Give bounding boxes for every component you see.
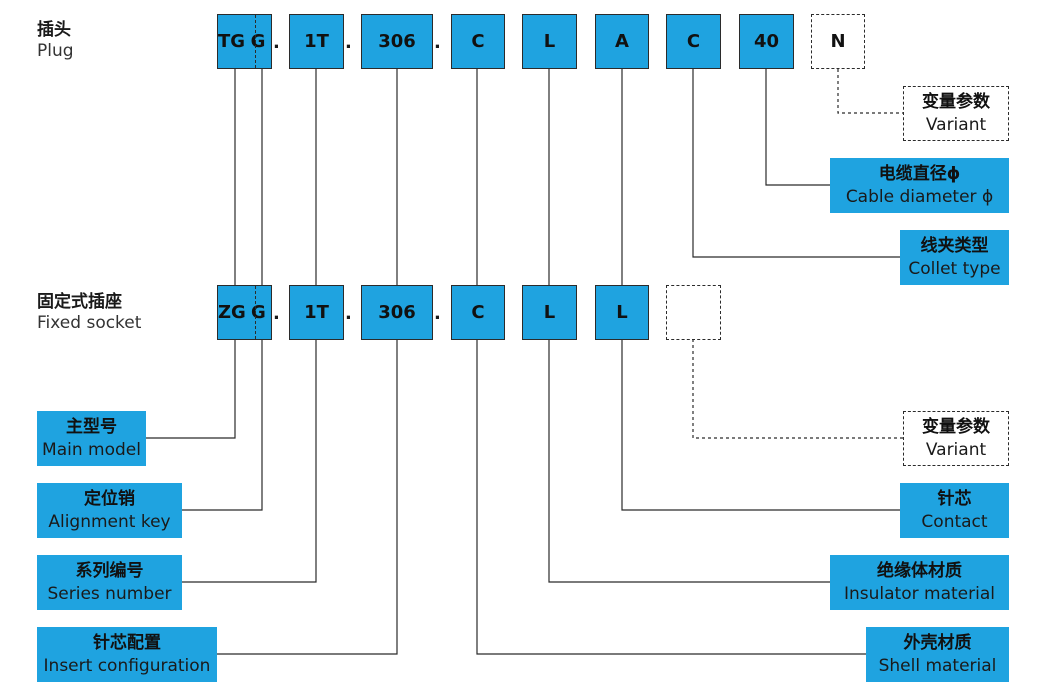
label-series-number: 系列编号 Series number bbox=[37, 555, 182, 610]
line-shell bbox=[476, 339, 866, 655]
socket-code-insulator: L bbox=[522, 285, 577, 340]
plug-code-shell: C bbox=[451, 14, 505, 69]
line-alignment-key bbox=[182, 339, 263, 511]
plug-heading-zh: 插头 bbox=[37, 20, 71, 40]
label-zh: 系列编号 bbox=[75, 561, 144, 582]
plug-code-series: 1T bbox=[289, 14, 344, 69]
plug-code-variant: N bbox=[811, 14, 865, 69]
code-divider bbox=[255, 286, 256, 339]
label-main-model: 主型号 Main model bbox=[37, 411, 146, 466]
plug-code-insert: 306 bbox=[361, 14, 433, 69]
separator-dot: . bbox=[434, 303, 441, 324]
line-main-model bbox=[146, 339, 236, 439]
label-insulator-material: 绝缘体材质 Insulator material bbox=[830, 555, 1009, 610]
label-zh: 变量参数 bbox=[922, 417, 990, 438]
separator-dot: . bbox=[273, 303, 280, 324]
label-en: Alignment key bbox=[48, 511, 171, 532]
line-insulator bbox=[548, 339, 830, 583]
socket-code-variant bbox=[666, 285, 721, 340]
plug-code-main: TG bbox=[218, 31, 246, 52]
line-series bbox=[182, 339, 317, 583]
socket-heading-zh: 固定式插座 bbox=[37, 292, 122, 312]
label-zh: 电缆直径ϕ bbox=[878, 164, 961, 185]
label-insert-configuration: 针芯配置 Insert configuration bbox=[37, 627, 217, 682]
plug-code-main-key: TG G bbox=[217, 14, 272, 69]
line-collet bbox=[692, 69, 900, 258]
label-shell-material: 外壳材质 Shell material bbox=[866, 627, 1009, 682]
label-contact: 针芯 Contact bbox=[900, 483, 1009, 538]
label-en: Cable diameter ϕ bbox=[845, 186, 994, 207]
socket-code-insert: 306 bbox=[361, 285, 433, 340]
label-en: Shell material bbox=[878, 655, 997, 676]
plug-code-collet: C bbox=[666, 14, 721, 69]
plug-code-key: G bbox=[250, 31, 266, 52]
line-plug-variant bbox=[837, 69, 903, 114]
plug-code-insulator: L bbox=[522, 14, 577, 69]
plug-code-cable: 40 bbox=[739, 14, 794, 69]
plug-heading: 插头 Plug bbox=[37, 20, 74, 63]
label-zh: 主型号 bbox=[66, 417, 117, 438]
line-socket-variant bbox=[692, 339, 903, 439]
socket-code-main: ZG bbox=[218, 302, 246, 323]
code-divider bbox=[255, 15, 256, 68]
label-plug-variant: 变量参数 Variant bbox=[903, 86, 1009, 141]
label-collet-type: 线夹类型 Collet type bbox=[900, 230, 1009, 285]
line-contact bbox=[621, 339, 900, 511]
label-zh: 针芯配置 bbox=[93, 633, 161, 654]
label-zh: 外壳材质 bbox=[903, 633, 972, 654]
label-zh: 绝缘体材质 bbox=[877, 561, 962, 582]
socket-heading: 固定式插座 Fixed socket bbox=[37, 292, 141, 335]
label-socket-variant: 变量参数 Variant bbox=[903, 411, 1009, 466]
label-en: Variant bbox=[925, 439, 987, 460]
label-cable-diameter: 电缆直径ϕ Cable diameter ϕ bbox=[830, 158, 1009, 213]
label-en: Variant bbox=[925, 114, 987, 135]
separator-dot: . bbox=[273, 32, 280, 53]
socket-code-main-key: ZG G bbox=[217, 285, 272, 340]
separator-dot: . bbox=[434, 32, 441, 53]
plug-heading-en: Plug bbox=[37, 41, 74, 62]
label-zh: 变量参数 bbox=[922, 92, 990, 113]
label-en: Main model bbox=[42, 439, 141, 460]
line-cable bbox=[765, 69, 830, 186]
socket-code-key: G bbox=[251, 302, 266, 323]
socket-code-series: 1T bbox=[289, 285, 344, 340]
separator-dot: . bbox=[345, 32, 352, 53]
label-en: Insulator material bbox=[844, 583, 995, 604]
socket-heading-en: Fixed socket bbox=[37, 313, 142, 334]
plug-code-contact: A bbox=[595, 14, 649, 69]
label-alignment-key: 定位销 Alignment key bbox=[37, 483, 182, 538]
socket-code-shell: C bbox=[451, 285, 505, 340]
line-insert bbox=[217, 339, 398, 655]
label-zh: 定位销 bbox=[84, 489, 135, 510]
label-en: Contact bbox=[921, 511, 988, 532]
label-zh: 线夹类型 bbox=[920, 236, 989, 257]
socket-code-contact: L bbox=[595, 285, 649, 340]
label-en: Series number bbox=[47, 583, 172, 604]
label-zh: 针芯 bbox=[937, 489, 972, 510]
label-en: Insert configuration bbox=[43, 655, 211, 676]
separator-dot: . bbox=[345, 303, 352, 324]
label-en: Collet type bbox=[908, 258, 1001, 279]
